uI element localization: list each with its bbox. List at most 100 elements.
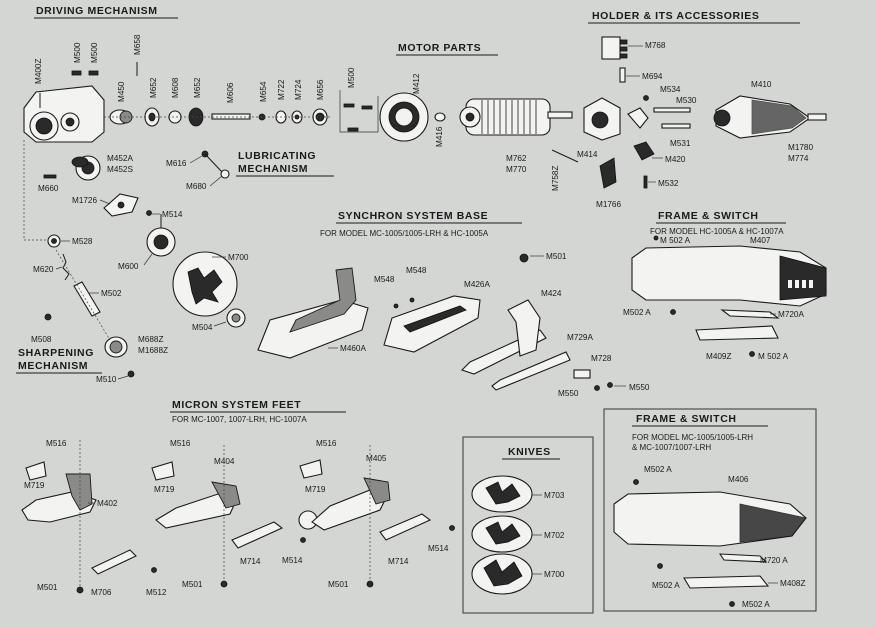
- label-M680: M680: [186, 182, 207, 191]
- label-M452S: M452S: [107, 165, 133, 174]
- label-M501c: M501: [182, 580, 203, 589]
- label-M652a: M652: [149, 77, 158, 98]
- label-M502: M502: [101, 289, 122, 298]
- label-M770: M770: [506, 165, 527, 174]
- micron-feet-group: [21, 440, 455, 594]
- label-M658: M658: [133, 34, 142, 55]
- label-M405: M405: [366, 454, 387, 463]
- label-M700b: M700: [544, 570, 565, 579]
- label-M1766: M1766: [596, 200, 621, 209]
- title-lubricating-2: MECHANISM: [238, 163, 308, 175]
- title-sharpening-2: MECHANISM: [18, 360, 88, 372]
- label-M616: M616: [166, 159, 187, 168]
- label-M406: M406: [728, 475, 749, 484]
- title-driving-mechanism: DRIVING MECHANISM: [36, 5, 158, 17]
- driving-mechanism-group: [23, 62, 379, 378]
- frame-switch-2-box: [603, 408, 817, 612]
- subtitle-synchron-base: FOR MODEL MC-1005/1005-LRH & HC-1005A: [320, 229, 489, 238]
- label-M700a: M700: [228, 253, 249, 262]
- subtitle-frame-switch-2-b: & MC-1007/1007-LRH: [632, 443, 711, 452]
- title-frame-switch-2: FRAME & SWITCH: [636, 413, 737, 425]
- label-M706: M706: [91, 588, 112, 597]
- label-M534: M534: [660, 85, 681, 94]
- label-M502Af: M502 A: [742, 600, 770, 609]
- label-M532: M532: [658, 179, 679, 188]
- subtitle-frame-switch-2-a: FOR MODEL MC-1005/1005-LRH: [632, 433, 753, 442]
- label-M600: M600: [118, 262, 139, 271]
- title-sharpening-1: SHARPENING: [18, 347, 94, 359]
- label-M1726: M1726: [72, 196, 97, 205]
- frame-switch-2-group: [613, 479, 807, 607]
- label-M530: M530: [676, 96, 697, 105]
- label-M620: M620: [33, 265, 54, 274]
- label-M501d: M501: [328, 580, 349, 589]
- label-M608: M608: [171, 77, 180, 98]
- synchron-base-group: [257, 253, 613, 391]
- label-M502Aa: M 502 A: [660, 236, 691, 245]
- label-M502Ad: M502 A: [644, 465, 672, 474]
- label-M758Z: M758Z: [551, 166, 560, 191]
- label-M703: M703: [544, 491, 565, 500]
- label-M514a: M514: [162, 210, 183, 219]
- label-M660: M660: [38, 184, 59, 193]
- label-M1688Z: M1688Z: [138, 346, 168, 355]
- knives-box: [462, 436, 594, 614]
- label-M714a: M714: [240, 557, 261, 566]
- label-M606: M606: [226, 82, 235, 103]
- label-M719b: M719: [154, 485, 175, 494]
- title-knives: KNIVES: [508, 446, 551, 458]
- title-motor-parts: MOTOR PARTS: [398, 42, 481, 54]
- subtitle-micron-feet: FOR MC-1007, 1007-LRH, HC-1007A: [172, 415, 307, 424]
- label-M550b: M550: [629, 383, 650, 392]
- label-M548a: M548: [374, 275, 395, 284]
- label-M694: M694: [642, 72, 663, 81]
- label-M504: M504: [192, 323, 213, 332]
- label-M768: M768: [645, 41, 666, 50]
- label-M531: M531: [670, 139, 691, 148]
- label-M656: M656: [316, 79, 325, 100]
- label-M722: M722: [277, 79, 286, 100]
- subtitle-frame-switch-1: FOR MODEL HC-1005A & HC-1007A: [650, 227, 784, 236]
- label-M501a: M501: [546, 252, 567, 261]
- label-M408Z: M408Z: [780, 579, 805, 588]
- label-M774: M774: [788, 154, 809, 163]
- label-M516a: M516: [46, 439, 67, 448]
- title-lubricating-1: LUBRICATING: [238, 150, 316, 162]
- label-M729A: M729A: [567, 333, 593, 342]
- label-M407: M407: [750, 236, 771, 245]
- label-M724: M724: [294, 79, 303, 100]
- label-M410: M410: [751, 80, 772, 89]
- label-M512: M512: [146, 588, 167, 597]
- label-M416: M416: [435, 126, 444, 147]
- label-M414: M414: [577, 150, 598, 159]
- label-M514b: M514: [282, 556, 303, 565]
- label-M502Ae: M502 A: [652, 581, 680, 590]
- label-M1780: M1780: [788, 143, 813, 152]
- label-M719c: M719: [305, 485, 326, 494]
- label-M728: M728: [591, 354, 612, 363]
- motor-parts-group: [379, 92, 621, 163]
- label-M450: M450: [117, 81, 126, 102]
- label-M720Aa: M720A: [778, 310, 804, 319]
- title-synchron-base: SYNCHRON SYSTEM BASE: [338, 210, 488, 222]
- label-M402: M402: [97, 499, 118, 508]
- title-micron-feet: MICRON SYSTEM FEET: [172, 399, 301, 411]
- label-M420: M420: [665, 155, 686, 164]
- title-holder-accessories: HOLDER & ITS ACCESSORIES: [592, 10, 759, 22]
- label-M550a: M550: [558, 389, 579, 398]
- label-M404: M404: [214, 457, 235, 466]
- label-M424: M424: [541, 289, 562, 298]
- title-frame-switch-1: FRAME & SWITCH: [658, 210, 759, 222]
- label-M508: M508: [31, 335, 52, 344]
- section-titles: DRIVING MECHANISM MOTOR PARTS HOLDER & I…: [16, 5, 800, 460]
- label-M654: M654: [259, 81, 268, 102]
- label-M500b: M500: [90, 42, 99, 63]
- part-labels: M400Z M500 M500 M658 M450 M652 M608 M652…: [24, 34, 813, 609]
- label-M412: M412: [412, 73, 421, 94]
- knives-group: [471, 475, 533, 595]
- label-M500c: M500: [347, 67, 356, 88]
- label-M502Ab: M502 A: [623, 308, 651, 317]
- label-M516c: M516: [316, 439, 337, 448]
